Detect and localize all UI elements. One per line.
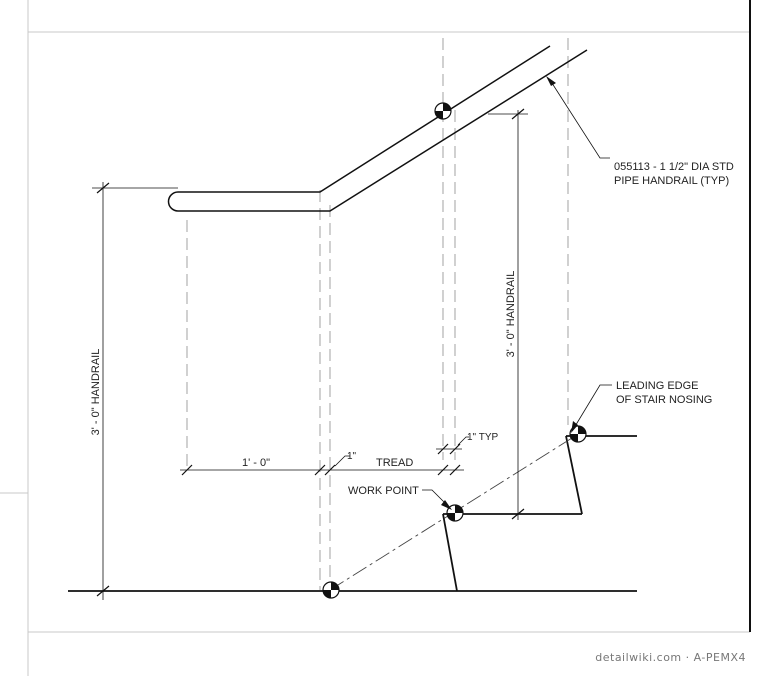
handrail-height-label-left: 3' - 0" HANDRAIL — [90, 349, 102, 436]
leader-lines — [422, 76, 612, 510]
footer-credit: detailwiki.com · A-PEMX4 — [595, 651, 746, 664]
dimension-right-handrail-height — [488, 108, 528, 520]
handrail-spec-label-line1: 055113 - 1 1/2" DIA STD — [614, 161, 734, 173]
handrail-spec-label-line2: PIPE HANDRAIL (TYP) — [614, 175, 729, 187]
work-point-symbol-top — [434, 102, 452, 120]
one-inch-dimension-label: 1" — [347, 451, 357, 462]
handrail-pipe — [167, 45, 588, 212]
work-point-symbol-upper-nosing — [569, 425, 587, 443]
work-point-symbol-bottom — [322, 581, 340, 599]
nosing-label-line2: OF STAIR NOSING — [616, 394, 712, 406]
nosing-label-line1: LEADING EDGE — [616, 380, 699, 392]
one-foot-dimension-label: 1' - 0" — [242, 457, 270, 469]
projection-lines — [186, 38, 569, 590]
typ-dimension-label: 1" TYP — [467, 432, 498, 443]
dimension-left-handrail-height — [92, 182, 178, 600]
handrail-height-label-right: 3' - 0" HANDRAIL — [505, 271, 517, 358]
dimension-horizontal-string — [180, 436, 469, 476]
work-point-label: WORK POINT — [348, 485, 419, 497]
tread-dimension-label: TREAD — [376, 457, 413, 469]
work-point-symbols — [322, 102, 587, 599]
